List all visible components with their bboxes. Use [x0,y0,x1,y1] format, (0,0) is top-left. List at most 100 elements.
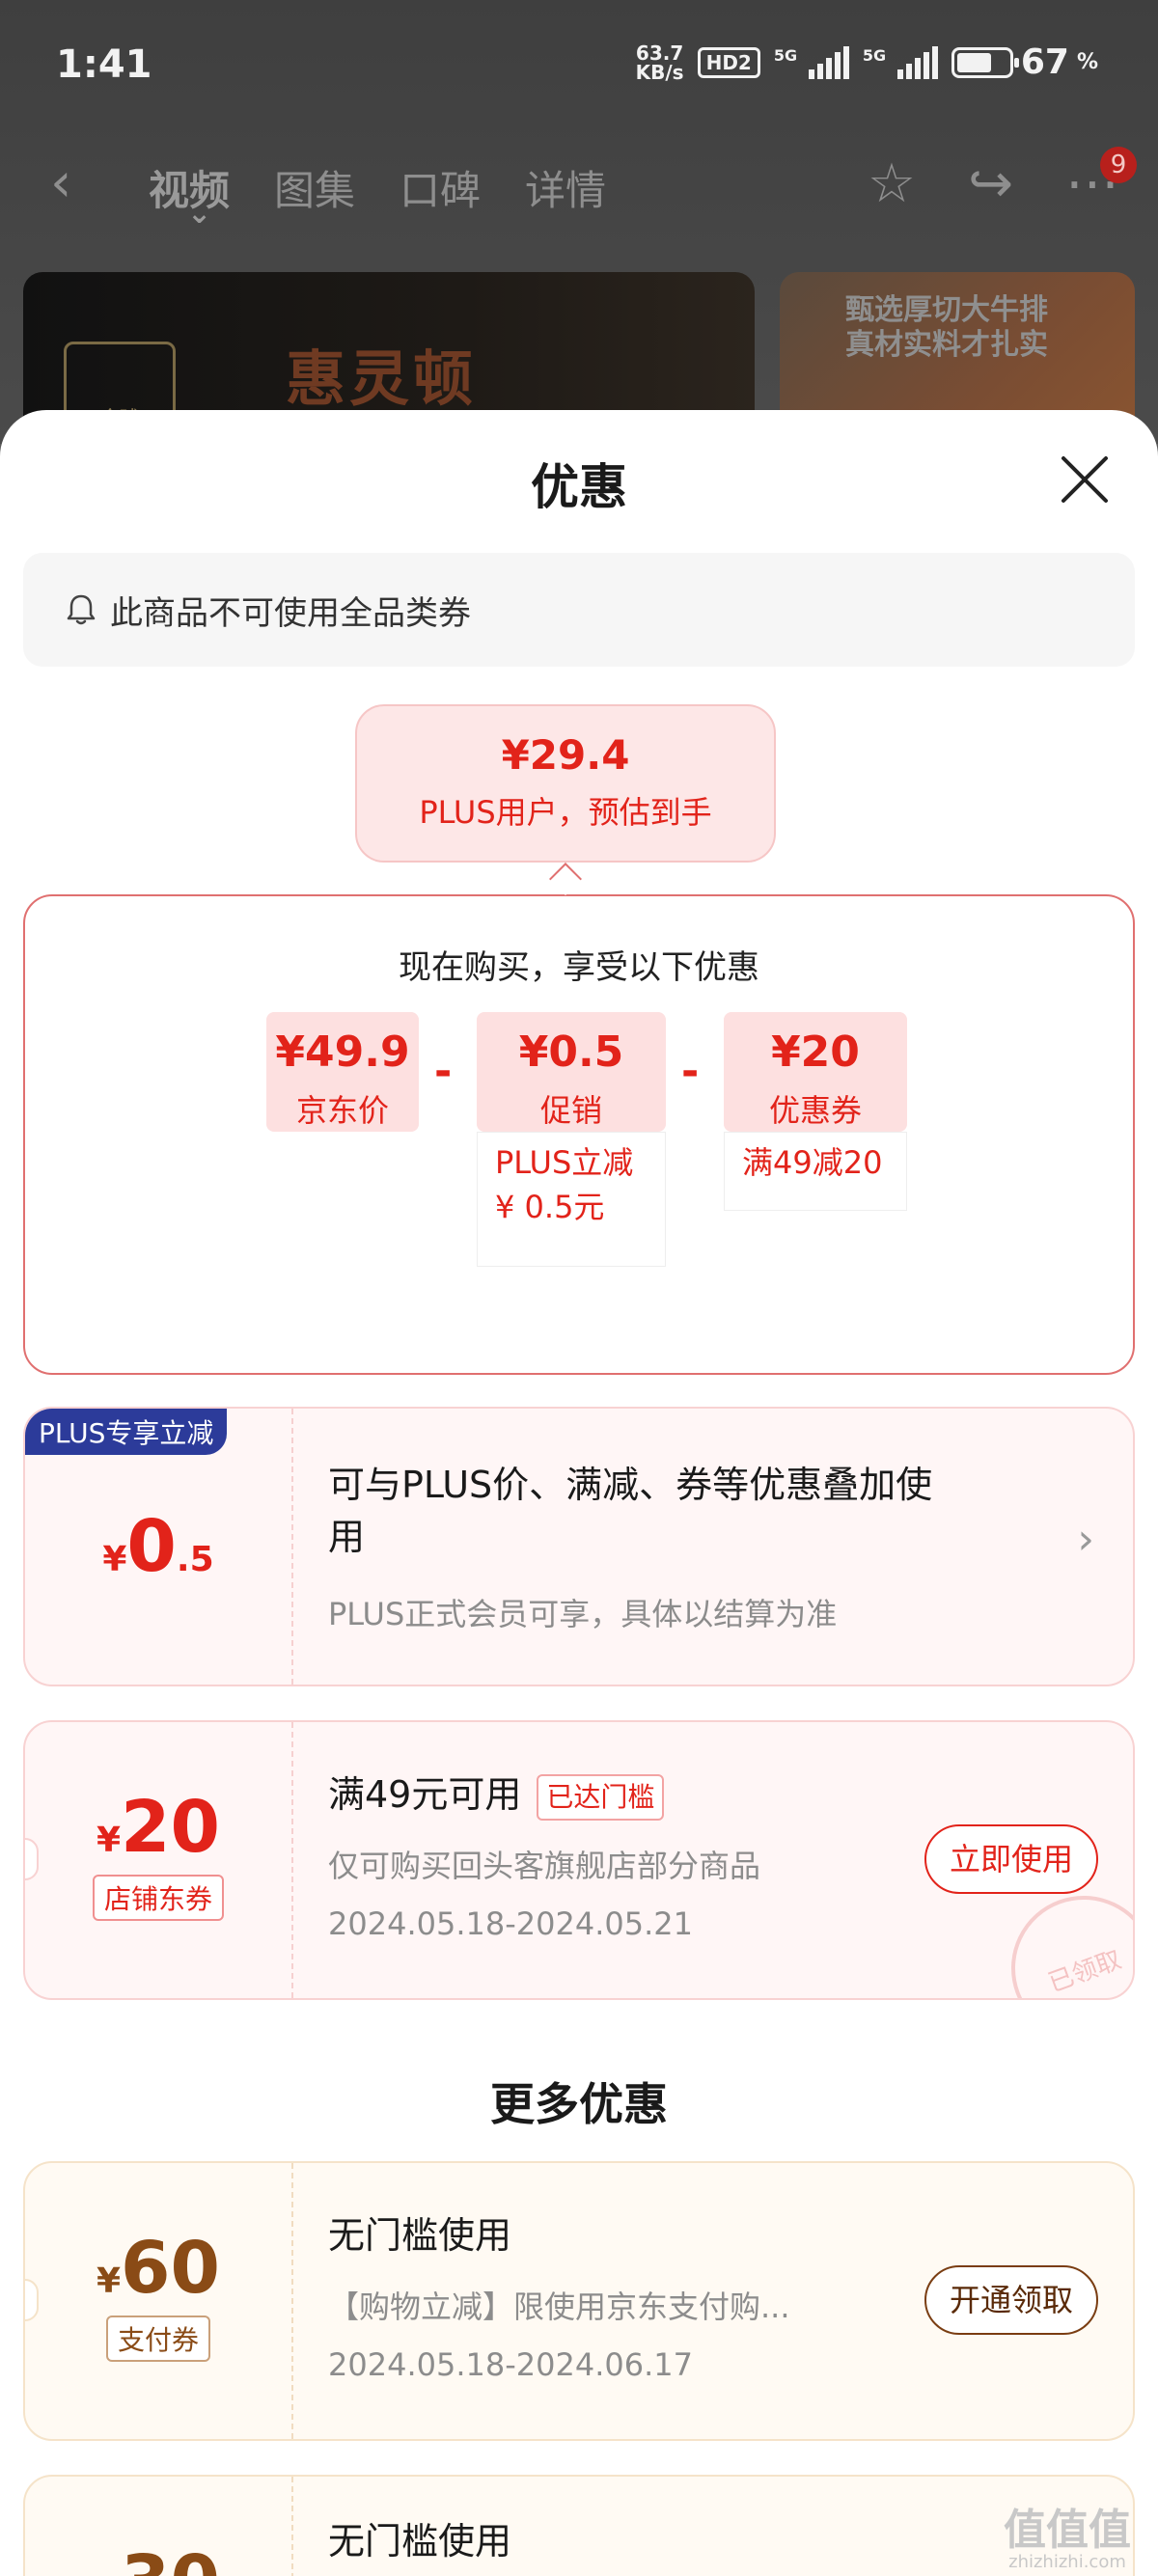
signal-icon-2: 5G [862,45,938,79]
promotion-detail-line2: ¥ 0.5元 [495,1189,605,1225]
status-icons: 63.7 KB/s HD2 5G 5G 67% [636,42,1098,82]
coupon-subtitle: 【购物立减】限使用京东支付购... [328,2288,790,2325]
coupon-title-row: 满49元可用已达门槛 [328,1768,665,1821]
coupon-subtitle: 仅可购买回头客旗舰店部分商品 [328,1848,761,1884]
nav-actions: ☆ ↪ ⋯9 [867,147,1137,215]
coupon-type-tag: 支付券 [105,2316,210,2362]
battery-indicator: 67% [951,42,1098,82]
claimed-stamp: 已领取 [990,1875,1133,1998]
store-coupon-card: ¥20 店铺东券 满49元可用已达门槛 仅可购买回头客旗舰店部分商品 2024.… [23,1720,1135,2000]
promotion-value: ¥0.5 [518,1028,624,1077]
network-speed-unit: KB/s [635,60,684,84]
chevron-right-icon[interactable]: › [1077,1515,1094,1564]
estimated-price-bubble: ¥29.4 PLUS用户，预估到手 [355,704,776,863]
plus-exclusive-badge: PLUS专享立减 [25,1409,228,1455]
jd-price-box: ¥49.9 京东价 [266,1012,419,1132]
coupon-title: 无门槛使用 [328,2520,512,2562]
watermark-text: 值值值 [1004,2506,1131,2555]
estimated-price: ¥29.4 [501,731,630,779]
coupon-subtitle: PLUS正式会员可享，具体以结算为准 [328,1596,838,1632]
coupon-amount-area: ¥20 店铺东券 [25,1722,291,1998]
coupon-divider [291,2477,293,2576]
amount-integer: 20 [121,1786,221,1869]
share-icon[interactable]: ↪ [968,152,1013,215]
currency-symbol: ¥ [96,1821,122,1860]
network-speed-value: 63.7 [635,41,684,65]
tab-reviews[interactable]: 口碑 [400,167,482,214]
coupon-amount: ¥60 [25,2227,291,2310]
back-icon[interactable]: ‹ [50,151,72,214]
tab-details[interactable]: 详情 [525,167,607,214]
coupon-divider [291,1722,293,1998]
amount-decimal: .5 [176,1540,214,1579]
notification-badge: 9 [1100,147,1137,183]
nav-tabs: 视频 图集 口碑 详情 [149,158,607,231]
coupon-amount-area: ¥0.5 [25,1409,291,1685]
coupon-amount-area: ¥30 [25,2477,291,2576]
coupon-date-range: 2024.05.18-2024.06.17 [328,2346,693,2383]
coupon-notice: 此商品不可使用全品类券 [23,553,1135,667]
coupon-title: 无门槛使用 [328,2214,512,2257]
currency-symbol: ¥ [96,2261,122,2301]
tab-video[interactable]: 视频 [149,158,230,231]
background-product-page: 1:41 63.7 KB/s HD2 5G 5G 67% ‹ 视频 [0,0,1158,455]
discount-sheet: 优惠 此商品不可使用全品类券 ¥29.4 PLUS用户，预估到手 现在购买，享受… [0,410,1158,2576]
jd-price-value: ¥49.9 [275,1028,410,1077]
tab-gallery[interactable]: 图集 [274,167,356,214]
network-speed: 63.7 KB/s [636,43,684,82]
jd-price-label: 京东价 [295,1092,389,1129]
status-bar: 1:41 63.7 KB/s HD2 5G 5G 67% [0,0,1158,135]
coupon-box: ¥20 优惠券 [724,1012,907,1132]
payment-coupon-card-2: ¥30 无门槛使用 [23,2475,1135,2576]
coupon-title: 满49元可用 [328,1773,522,1816]
bell-icon [67,594,96,625]
promotion-detail: PLUS立减 ¥ 0.5元 [477,1132,666,1267]
side-banner-line2: 真材实料才扎实 [845,328,1048,362]
close-icon[interactable] [1058,452,1112,507]
coupon-detail: 满49减20 [724,1132,907,1211]
signal-label: 5G [773,45,798,65]
more-icon[interactable]: ⋯9 [1065,147,1137,215]
site-watermark: 值值值 zhizhizhi.com [1004,2508,1131,2572]
coupon-amount: ¥30 [25,2540,291,2576]
coupon-date-range: 2024.05.18-2024.05.21 [328,1905,693,1942]
more-offers-title: 更多优惠 [490,2078,668,2130]
threshold-reached-badge: 已达门槛 [537,1773,665,1821]
notice-text: 此商品不可使用全品类券 [110,593,471,633]
discount-breakdown: 现在购买，享受以下优惠 ¥49.9 京东价 - ¥0.5 促销 PLUS立减 ¥… [23,894,1135,1375]
plus-discount-card[interactable]: PLUS专享立减 ¥0.5 可与PLUS价、满减、券等优惠叠加使用 PLUS正式… [23,1407,1135,1686]
status-time: 1:41 [56,42,152,87]
estimated-price-label: PLUS用户，预估到手 [419,794,712,831]
side-banner-line1: 甄选厚切大牛排 [845,293,1048,327]
breakdown-heading: 现在购买，享受以下优惠 [399,948,759,987]
coupon-amount: ¥0.5 [25,1505,291,1588]
favorite-star-icon[interactable]: ☆ [867,152,917,215]
coupon-amount: ¥20 [25,1786,291,1869]
battery-percent: 67 [1020,42,1069,82]
battery-unit: % [1076,50,1098,74]
coupon-value: ¥20 [771,1028,860,1077]
bubble-pointer [549,863,582,895]
amount-integer: 30 [121,2540,220,2576]
side-banner-text: 甄选厚切大牛排 真材实料才扎实 [845,293,1048,363]
promotion-detail-line1: PLUS立减 [495,1144,634,1181]
activate-claim-button[interactable]: 开通领取 [924,2265,1098,2335]
signal-icon: 5G [773,45,849,79]
signal-label-2: 5G [862,45,887,65]
currency-symbol: ¥ [102,1540,127,1579]
hd-icon: HD2 [697,46,760,78]
minus-sign-2: - [681,1047,700,1096]
use-now-button[interactable]: 立即使用 [924,1824,1098,1894]
amount-integer: 60 [121,2227,221,2310]
coupon-divider [291,1409,293,1685]
promotion-label: 促销 [539,1092,602,1129]
top-nav: ‹ 视频 图集 口碑 详情 ☆ ↪ ⋯9 [0,145,1158,231]
amount-integer: 0 [126,1505,177,1588]
payment-coupon-card: ¥60 支付券 无门槛使用 【购物立减】限使用京东支付购... 2024.05.… [23,2161,1135,2441]
coupon-amount-area: ¥60 支付券 [25,2163,291,2439]
banner-title: 惠灵顿 [286,343,478,414]
minus-sign: - [434,1047,453,1096]
coupon-divider [291,2163,293,2439]
battery-icon [951,46,1019,78]
sheet-title: 优惠 [531,459,627,515]
